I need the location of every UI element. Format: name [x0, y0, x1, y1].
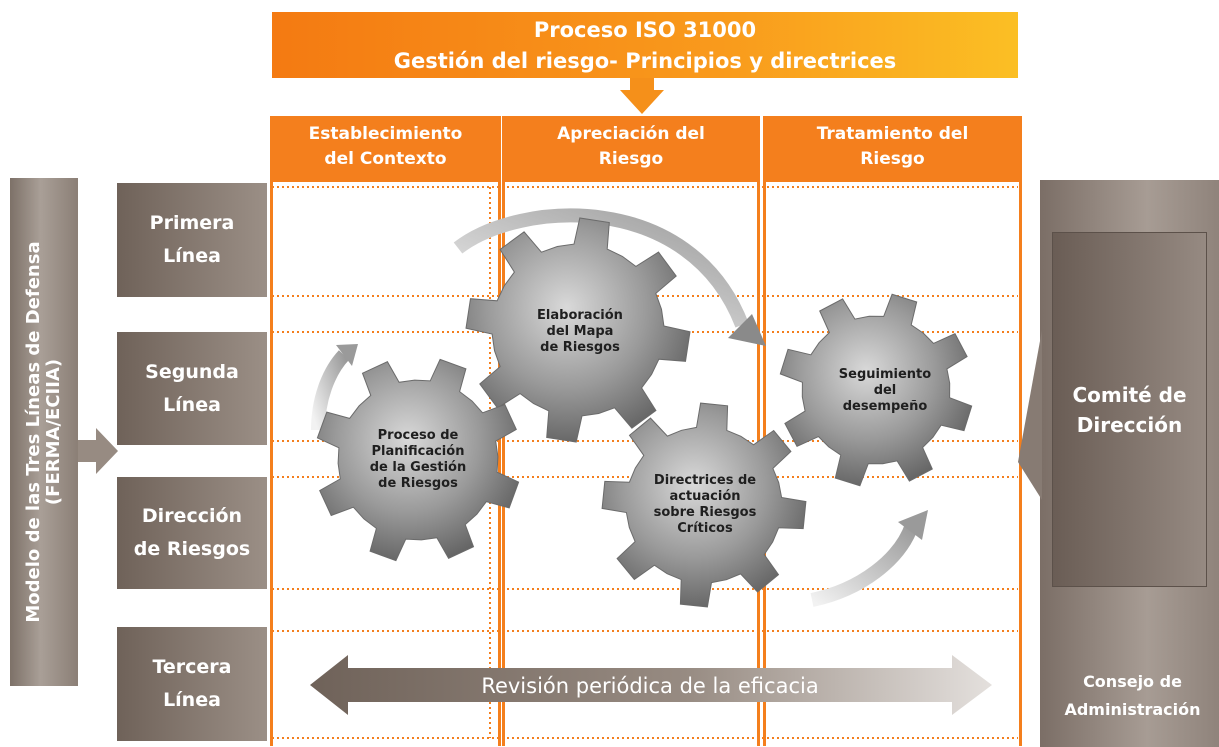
- flow-arrow-top-head-icon: [728, 314, 766, 346]
- board-label: Consejo de Administración: [1050, 668, 1215, 724]
- flow-arrow-left-head-icon: [336, 344, 358, 366]
- board-line1: Consejo de: [1083, 672, 1182, 691]
- gear-map-icon: [465, 217, 691, 443]
- flow-arrow-top-icon: [453, 208, 749, 328]
- gear-monitoring-icon: [779, 293, 973, 487]
- header-subtitle: Gestión del riesgo- Principios y directr…: [393, 49, 897, 73]
- gear-map-l1: Elaboración: [537, 308, 623, 323]
- three-lines-label-line1: Modelo de las Tres Líneas de Defensa: [23, 241, 44, 623]
- phase-header-treatment-line2: Riesgo: [860, 149, 925, 169]
- gears-group: [316, 217, 973, 608]
- level-risk-management-1: Dirección: [141, 505, 243, 527]
- gear-guidelines-l1: Directrices de: [653, 473, 757, 488]
- review-label: Revisión periódica de la eficacia: [481, 674, 819, 698]
- level-first-line-1: Primera: [149, 212, 235, 234]
- header-down-arrow: [620, 78, 664, 114]
- committee-line2: Dirección: [1076, 412, 1183, 437]
- gear-guidelines-l4: Críticos: [677, 521, 733, 536]
- board-line2: Administración: [1064, 700, 1201, 719]
- phase-header-assessment-line1: Apreciación del: [557, 124, 705, 144]
- level-risk-management: Dirección de Riesgos: [117, 477, 267, 589]
- level-second-line-2: Línea: [163, 393, 221, 416]
- phase-header-assessment: Apreciación del Riesgo: [502, 116, 760, 182]
- gear-map-l2: del Mapa: [546, 324, 614, 339]
- gear-guidelines-icon: [601, 402, 807, 608]
- sidebar-right-arrow-icon: [78, 428, 118, 474]
- three-lines-sidebar: [10, 178, 78, 686]
- phase-header-context-line2: del Contexto: [324, 149, 447, 169]
- header-banner: Proceso ISO 31000 Gestión del riesgo- Pr…: [272, 12, 1018, 78]
- phase-header-context: Establecimiento del Contexto: [270, 116, 501, 182]
- gear-planning-l1: Proceso de: [377, 428, 459, 443]
- flow-arrow-bottom-head-icon: [898, 510, 928, 540]
- phase-header-assessment-line2: Riesgo: [598, 149, 664, 169]
- three-lines-label: Modelo de las Tres Líneas de Defensa (FE…: [23, 178, 64, 686]
- level-third-line-2: Línea: [163, 689, 221, 711]
- three-lines-label-line2: (FERMA/ECIIA): [43, 358, 64, 506]
- phase-header-context-line1: Establecimiento: [308, 124, 463, 144]
- gear-planning-l3: de la Gestión: [369, 460, 467, 475]
- level-first-line-2: Línea: [163, 245, 221, 267]
- level-second-line-1: Segunda: [145, 360, 239, 383]
- gear-guidelines-l2: actuación: [669, 489, 741, 504]
- flow-arrow-bottom-icon: [810, 522, 919, 607]
- gear-monitoring-l2: del: [873, 383, 897, 398]
- gear-planning-l2: Planificación: [371, 444, 465, 459]
- column-frame-treatment: [763, 116, 1022, 746]
- gear-map-l3: de Riesgos: [540, 340, 620, 355]
- gear-planning-icon: [316, 358, 520, 562]
- committee-line1: Comité de: [1072, 382, 1187, 407]
- phase-header-treatment-line1: Tratamiento del: [816, 124, 969, 144]
- flow-arrow-left-icon: [311, 350, 350, 431]
- phase-header-treatment: Tratamiento del Riesgo: [763, 116, 1022, 182]
- level-third-line-1: Tercera: [152, 656, 232, 678]
- level-risk-management-2: de Riesgos: [133, 538, 251, 560]
- gear-planning-l4: de Riesgos: [378, 476, 458, 491]
- header-title: Proceso ISO 31000: [533, 18, 757, 42]
- gear-monitoring-l3: desempeño: [842, 399, 928, 414]
- review-double-arrow-icon: [310, 655, 992, 715]
- gear-guidelines-l3: sobre Riesgos: [653, 505, 757, 520]
- committee-box: Comité de Dirección: [1052, 232, 1207, 587]
- gear-monitoring-l1: Seguimiento: [838, 367, 932, 382]
- governance-panel-pointer-icon: [1018, 330, 1042, 500]
